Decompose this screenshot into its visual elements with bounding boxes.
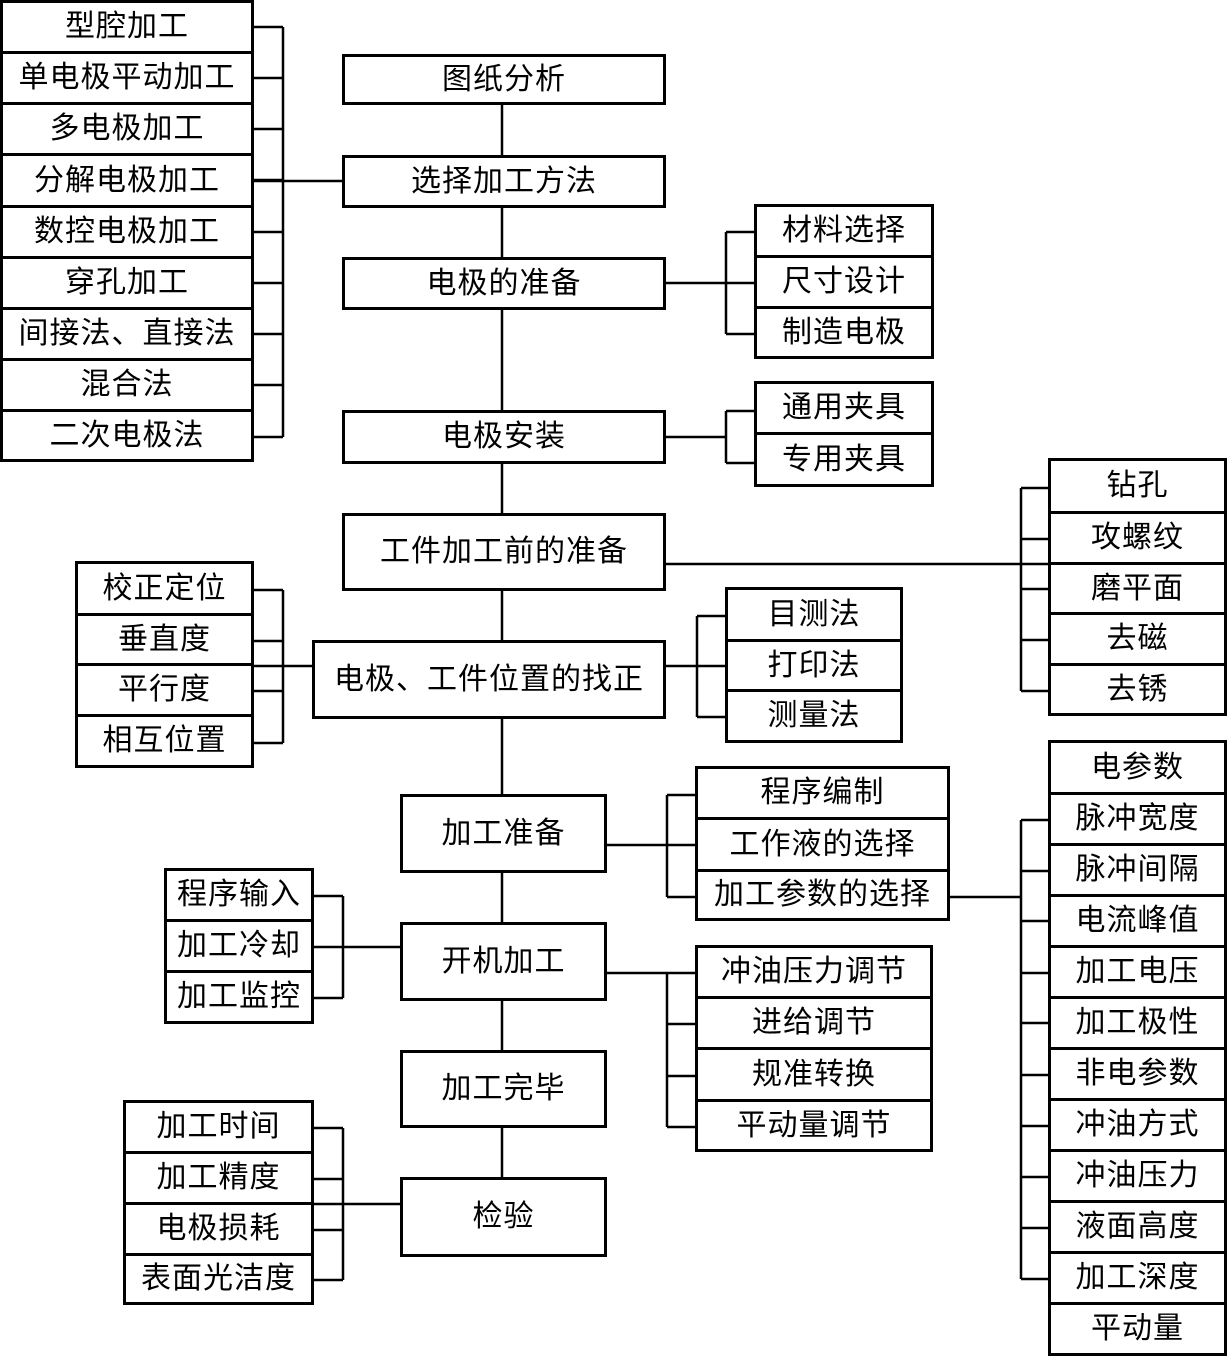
alignment-item: 校正定位 (75, 561, 254, 616)
method-item: 数控电极加工 (0, 205, 254, 259)
machining-prep-item: 工作液的选择 (695, 817, 950, 872)
parameter-item: 非电参数 (1048, 1047, 1227, 1101)
method-item: 单电极平动加工 (0, 51, 254, 105)
fixture-item: 专用夹具 (754, 432, 934, 487)
fixture-item: 通用夹具 (754, 381, 934, 435)
alignment-method-item: 目测法 (725, 587, 903, 642)
step-electrode-install: 电极安装 (342, 410, 666, 464)
inspection-item: 表面光洁度 (123, 1253, 314, 1305)
workpiece-prep-item: 去磁 (1048, 612, 1227, 666)
alignment-method-item: 打印法 (725, 639, 903, 692)
step-machining-prep: 加工准备 (400, 794, 607, 873)
electrode-prep-item: 制造电极 (754, 306, 934, 359)
workpiece-prep-item: 磨平面 (1048, 562, 1227, 615)
alignment-item: 相互位置 (75, 714, 254, 768)
parameter-item: 加工深度 (1048, 1251, 1227, 1305)
step-select-method: 选择加工方法 (342, 155, 666, 208)
parameter-item: 脉冲间隔 (1048, 843, 1227, 897)
parameter-item: 冲油压力 (1048, 1149, 1227, 1203)
workpiece-prep-item: 攻螺纹 (1048, 511, 1227, 565)
method-item: 型腔加工 (0, 0, 254, 54)
step-alignment: 电极、工件位置的找正 (312, 640, 666, 719)
adjustment-item: 冲油压力调节 (695, 945, 933, 999)
alignment-item: 垂直度 (75, 613, 254, 666)
step-drawing-analysis: 图纸分析 (342, 54, 666, 105)
inspection-item: 电极损耗 (123, 1202, 314, 1256)
machining-prep-item: 程序编制 (695, 766, 950, 820)
inspection-item: 加工时间 (123, 1100, 314, 1154)
adjustment-item: 平动量调节 (695, 1099, 933, 1152)
inspection-item: 加工精度 (123, 1151, 314, 1205)
step-electrode-prep: 电极的准备 (342, 257, 666, 310)
method-item: 分解电极加工 (0, 153, 254, 208)
startup-item: 程序输入 (164, 868, 314, 922)
machining-prep-item: 加工参数的选择 (695, 869, 950, 921)
step-workpiece-prep: 工件加工前的准备 (342, 513, 666, 591)
parameter-item: 脉冲宽度 (1048, 792, 1227, 846)
method-item: 多电极加工 (0, 102, 254, 156)
parameter-item: 加工极性 (1048, 996, 1227, 1050)
workpiece-prep-item: 去锈 (1048, 663, 1227, 716)
parameter-item: 电参数 (1048, 740, 1227, 795)
adjustment-item: 进给调节 (695, 996, 933, 1050)
parameter-item: 液面高度 (1048, 1200, 1227, 1254)
parameter-item: 冲油方式 (1048, 1098, 1227, 1152)
step-start-machining: 开机加工 (400, 922, 607, 1001)
method-item: 穿孔加工 (0, 256, 254, 310)
electrode-prep-item: 尺寸设计 (754, 255, 934, 309)
step-machining-done: 加工完毕 (400, 1050, 607, 1128)
alignment-method-item: 测量法 (725, 689, 903, 743)
alignment-item: 平行度 (75, 663, 254, 717)
electrode-prep-item: 材料选择 (754, 204, 934, 258)
startup-item: 加工监控 (164, 970, 314, 1024)
method-item: 间接法、直接法 (0, 307, 254, 361)
method-item: 混合法 (0, 358, 254, 412)
parameter-item: 加工电压 (1048, 945, 1227, 999)
parameter-item: 电流峰值 (1048, 894, 1227, 948)
adjustment-item: 规准转换 (695, 1047, 933, 1102)
startup-item: 加工冷却 (164, 919, 314, 973)
method-item: 二次电极法 (0, 409, 254, 462)
workpiece-prep-item: 钻孔 (1048, 458, 1227, 514)
parameter-item: 平动量 (1048, 1302, 1227, 1356)
step-inspection: 检验 (400, 1177, 607, 1257)
